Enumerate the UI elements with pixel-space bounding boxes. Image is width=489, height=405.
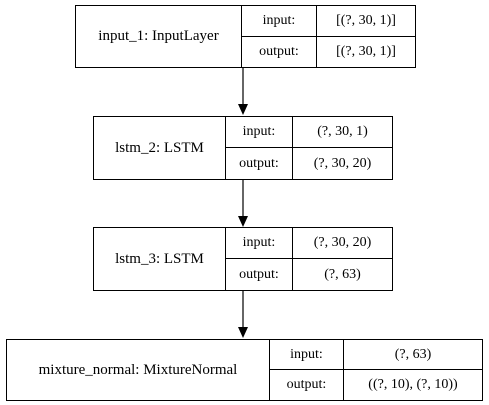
input-label: input:	[226, 117, 293, 148]
output-shape: [(?, 30, 1)]	[336, 44, 396, 59]
layer-name: lstm_3: LSTM	[94, 228, 226, 290]
layer-name: mixture_normal: MixtureNormal	[7, 340, 270, 400]
output-label: output:	[226, 259, 293, 290]
input-shape: (?, 30, 20)	[293, 228, 392, 259]
output-label: output:	[242, 37, 317, 67]
arrow-lstm2-to-lstm3	[238, 180, 248, 227]
layer-node-input_1: input_1: InputLayer input: [(?, 30, 1)] …	[75, 5, 416, 68]
input-label: input:	[242, 6, 317, 37]
output-shape: ((?, 10), (?, 10))	[368, 377, 458, 392]
output-shape: (?, 30, 20)	[313, 155, 372, 171]
output-shape: (?, 63)	[324, 266, 361, 282]
layer-node-mixture_normal: mixture_normal: MixtureNormal input: (?,…	[6, 339, 483, 401]
arrow-input-to-lstm2	[238, 68, 248, 115]
layer-name: input_1: InputLayer	[76, 6, 242, 67]
arrow-lstm3-to-mixture	[238, 291, 248, 338]
input-shape: (?, 63)	[344, 340, 482, 370]
layer-node-lstm_2: lstm_2: LSTM input: (?, 30, 1) output: (…	[93, 116, 393, 180]
input-label: input:	[226, 228, 293, 259]
input-shape: [(?, 30, 1)]	[317, 6, 415, 37]
input-shape: (?, 30, 1)	[293, 117, 392, 148]
layer-name: lstm_2: LSTM	[94, 117, 226, 179]
layer-node-lstm_3: lstm_3: LSTM input: (?, 30, 20) output: …	[93, 227, 393, 291]
output-label: output:	[226, 148, 293, 179]
input-label: input:	[270, 340, 344, 370]
output-label: output:	[270, 370, 344, 400]
